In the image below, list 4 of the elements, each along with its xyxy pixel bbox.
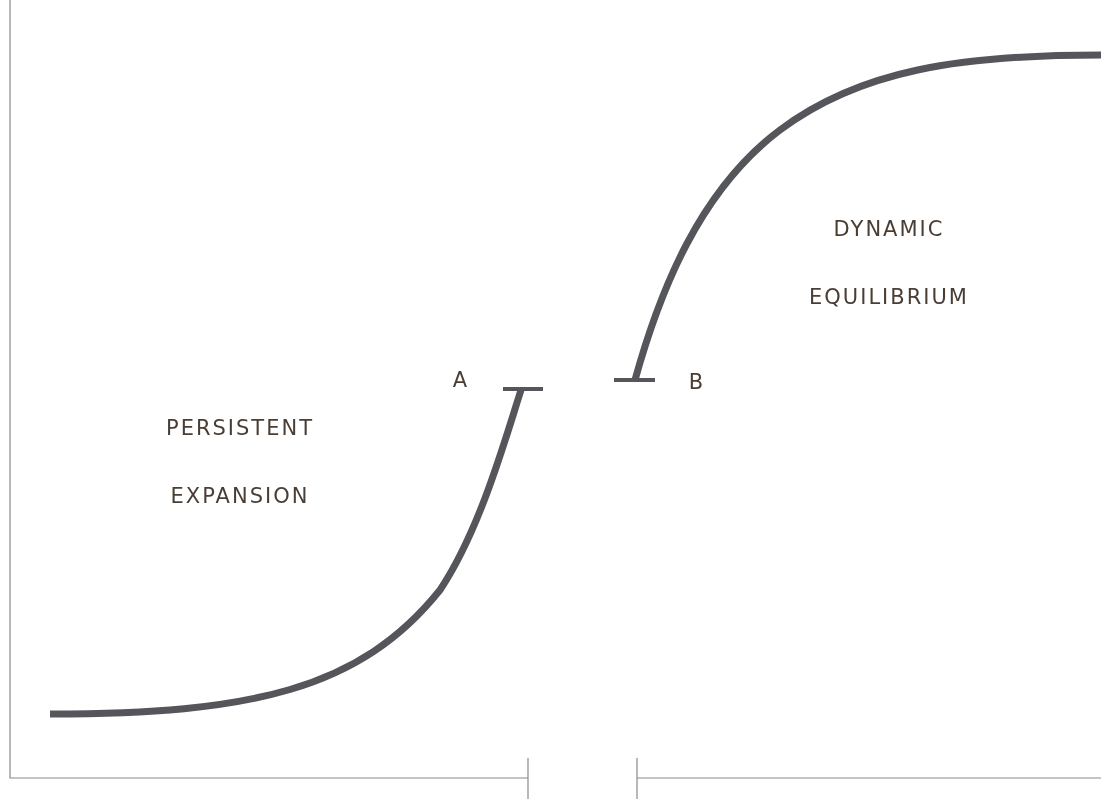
point-label: A <box>451 367 471 394</box>
point-label: B <box>687 369 707 396</box>
region-label: PERSISTENT EXPANSION <box>165 415 315 510</box>
region-label: DYNAMIC EQUILIBRIUM <box>808 216 970 311</box>
